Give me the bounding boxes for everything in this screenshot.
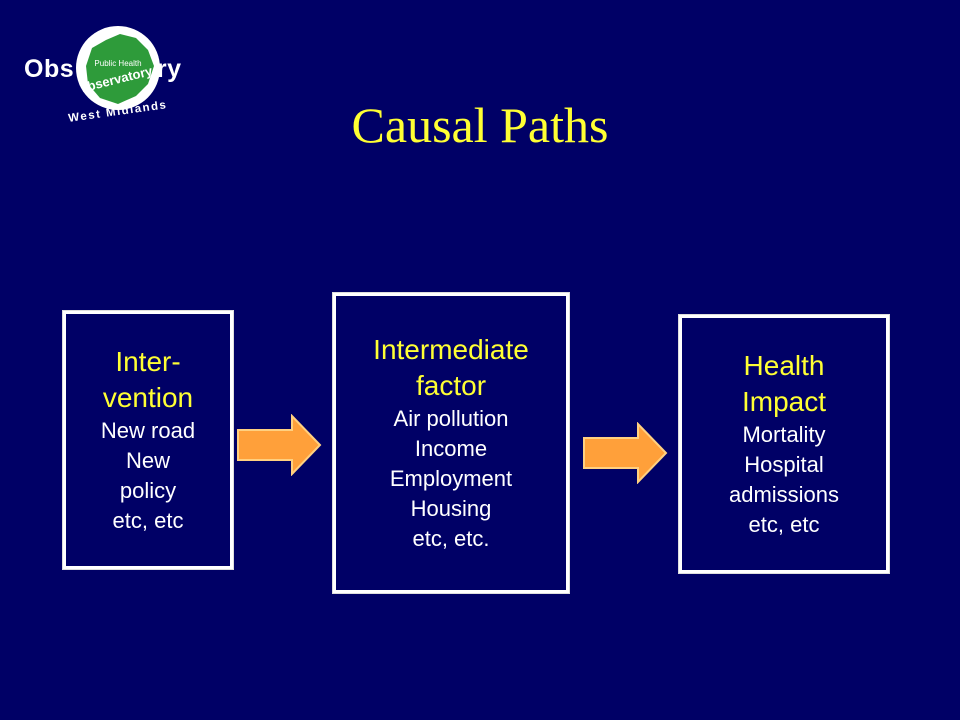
logo-map-emblem: Public Health Observatory	[76, 26, 160, 110]
intervention-box: Inter- vention New road New policy etc, …	[62, 310, 234, 570]
box-title-line: Intermediate	[373, 334, 529, 365]
intermediate-factor-box: Intermediate factor Air pollution Income…	[332, 292, 570, 594]
box-item: policy	[119, 478, 177, 503]
box-item: etc, etc	[748, 512, 820, 537]
slide-title: Causal Paths	[351, 97, 609, 153]
region-map-icon: Public Health Observatory	[76, 34, 155, 104]
box-item: New road	[100, 418, 196, 443]
health-impact-box: Health Impact Mortality Hospital admissi…	[678, 314, 890, 574]
box-item: New	[125, 448, 170, 473]
box-title-line: vention	[102, 382, 194, 413]
box-title-line: Inter-	[115, 346, 181, 377]
box-item: admissions	[728, 482, 840, 507]
box-item: Hospital	[744, 452, 824, 477]
right-arrow-icon	[237, 414, 322, 476]
logo-public-health-text: Public Health	[94, 59, 141, 68]
box-item: Employment	[389, 466, 513, 491]
box-item: Housing	[410, 496, 492, 521]
box-item: Mortality	[742, 422, 826, 447]
observatory-logo: Obs ory Public Health Observatory West M…	[18, 22, 218, 134]
box-item: etc, etc	[112, 508, 184, 533]
box-title-line: factor	[415, 370, 487, 401]
box-title-line: Impact	[741, 386, 827, 417]
box-item: Income	[414, 436, 488, 461]
box-item: Air pollution	[393, 406, 509, 431]
right-arrow-icon	[583, 422, 668, 484]
box-title-line: Health	[743, 350, 825, 381]
box-item: etc, etc.	[412, 526, 490, 551]
